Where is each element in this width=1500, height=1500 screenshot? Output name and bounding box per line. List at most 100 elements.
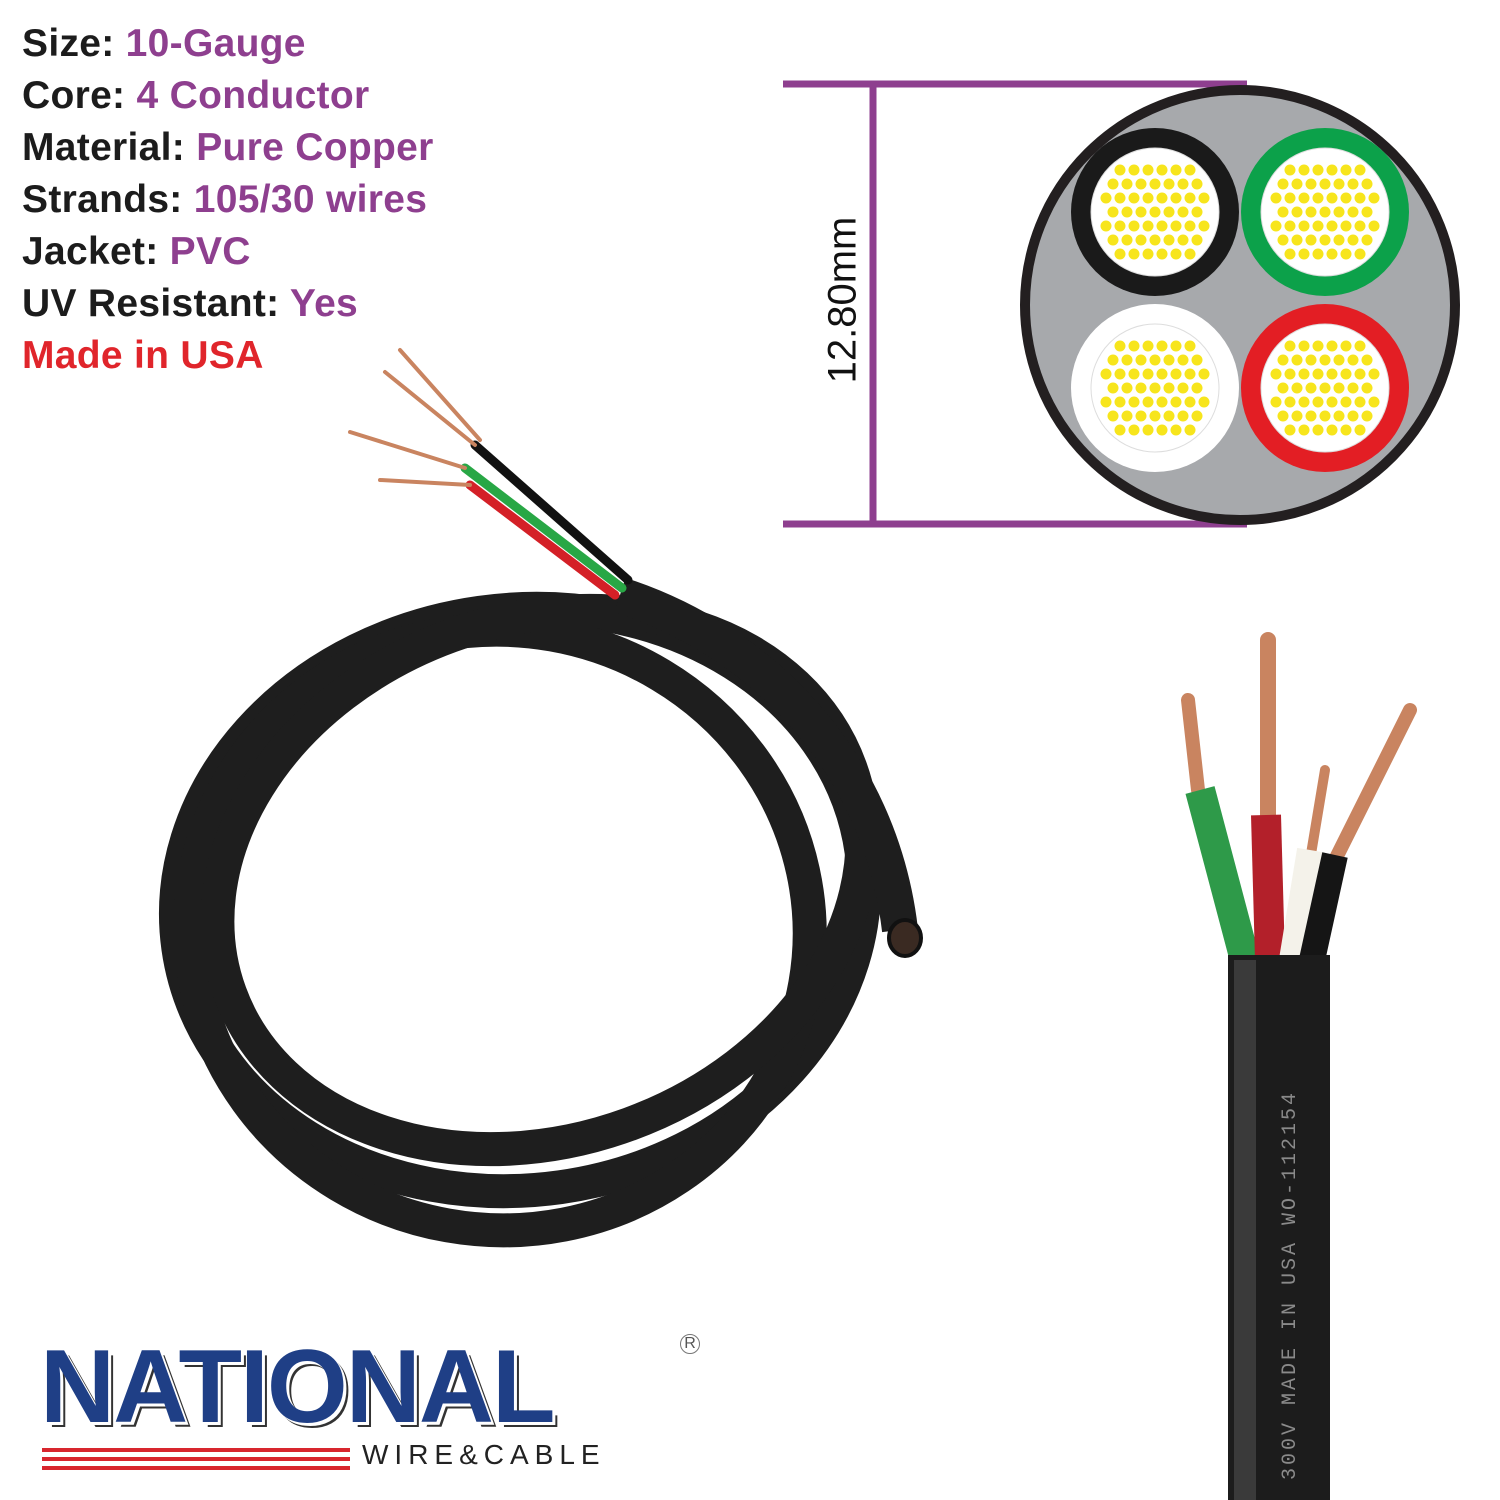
made-in-usa: Made in USA [22,334,264,377]
strand-dot [1354,340,1366,352]
strand-dot [1270,396,1282,408]
strand-dot [1156,396,1168,408]
strand-dot [1170,424,1182,436]
strand-dot [1177,354,1189,366]
strand-dot [1163,354,1175,366]
strand-dot [1340,424,1352,436]
strand-dot [1149,206,1161,218]
strand-dot [1142,220,1154,232]
strand-dot [1305,410,1317,422]
strand-dot [1368,396,1380,408]
strand-dot [1354,192,1366,204]
strand-dot [1170,396,1182,408]
brand-logo: NATIONAL R WIRE&CABLE [40,1329,700,1470]
strand-dot [1156,220,1168,232]
strand-dot [1277,178,1289,190]
strand-dot [1312,192,1324,204]
strand-dot [1114,340,1126,352]
strand-dot [1170,368,1182,380]
strand-dot [1114,424,1126,436]
strand-dot [1114,248,1126,260]
strand-dot [1149,354,1161,366]
strand-dot [1312,220,1324,232]
strand-dot [1121,234,1133,246]
strand-dot [1163,382,1175,394]
strand-dot [1191,354,1203,366]
strand-dot [1198,192,1210,204]
strand-dot [1326,164,1338,176]
strand-dot [1128,220,1140,232]
strand-dot [1361,410,1373,422]
strand-dot [1107,354,1119,366]
strand-dot [1347,410,1359,422]
strand-dot [1121,354,1133,366]
strand-dot [1326,220,1338,232]
strand-dot [1305,382,1317,394]
strand-dot [1163,206,1175,218]
straight-cable: 300V MADE IN USA WO-112154 [1181,632,1417,1500]
cable-cross-section [1020,85,1460,525]
strand-dot [1177,206,1189,218]
strand-dot [1156,368,1168,380]
strand-dot [1163,178,1175,190]
strand-dot [1107,178,1119,190]
strand-dot [1121,206,1133,218]
strand-dot [1128,424,1140,436]
strand-dot [1361,178,1373,190]
strand-dot [1284,340,1296,352]
strand-dot [1312,368,1324,380]
strand-dot [1284,220,1296,232]
strand-dot [1305,206,1317,218]
strand-dot [1298,164,1310,176]
strand-dot [1184,248,1196,260]
cable-coil [158,577,918,1248]
spec-uv: UV Resistant: Yes [22,282,359,325]
strand-dot [1170,164,1182,176]
strand-dot [1128,340,1140,352]
strand-dot [1135,354,1147,366]
spec-core: Core: 4 Conductor [22,74,370,117]
strand-dot [1191,206,1203,218]
strand-dot [1284,164,1296,176]
strand-dot [1191,410,1203,422]
strand-dot [1128,192,1140,204]
strand-dot [1354,396,1366,408]
strand-dot [1114,396,1126,408]
strand-dot [1340,192,1352,204]
strand-dot [1156,248,1168,260]
strand-dot [1333,410,1345,422]
strand-dot [1170,248,1182,260]
strand-dot [1128,248,1140,260]
coil-wire-ends [348,348,633,600]
strand-dot [1135,206,1147,218]
strand-dot [1142,248,1154,260]
spec-list: Size: 10-Gauge Core: 4 Conductor Materia… [22,18,434,382]
strand-dot [1340,164,1352,176]
strand-dot [1354,164,1366,176]
strand-dot [1149,382,1161,394]
strand-dot [1191,178,1203,190]
strand-dot [1163,410,1175,422]
strand-dot [1177,382,1189,394]
strand-dot [1326,368,1338,380]
strand-dot [1368,192,1380,204]
strand-dot [1149,178,1161,190]
dimension-label: 12.80mm [820,216,865,384]
strand-dot [1135,178,1147,190]
strand-dot [1312,396,1324,408]
strand-dot [1291,234,1303,246]
strand-dot [1298,368,1310,380]
spec-strands: Strands: 105/30 wires [22,178,428,221]
strand-dot [1347,206,1359,218]
strand-dot [1114,368,1126,380]
logo-wordmark: NATIONAL [40,1329,556,1445]
strand-dot [1284,396,1296,408]
strand-dot [1284,192,1296,204]
strand-dot [1121,178,1133,190]
strand-dot [1107,410,1119,422]
strand-dot [1326,396,1338,408]
strand-dot [1291,354,1303,366]
strand-dot [1298,248,1310,260]
strand-dot [1319,410,1331,422]
